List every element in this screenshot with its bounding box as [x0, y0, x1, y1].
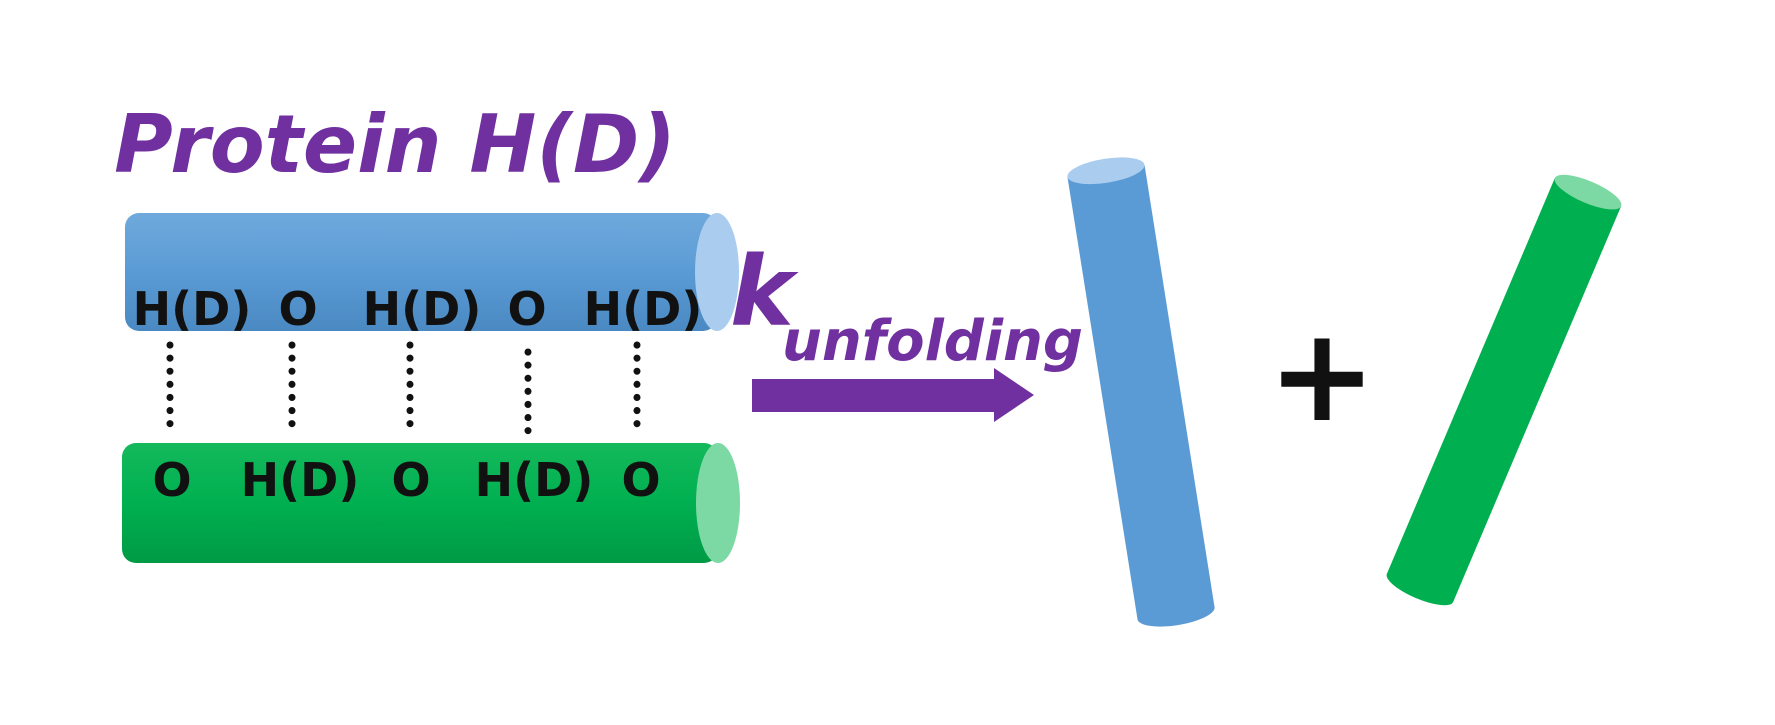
- reaction-arrow-shaft: [752, 379, 996, 412]
- unfolded-green-bottom: [1386, 570, 1454, 606]
- top-label-1: H(D): [133, 282, 252, 336]
- bottom-label-3: O: [391, 453, 430, 507]
- bottom-helix-end-cap: [696, 443, 740, 563]
- unfolded-blue-bottom: [1137, 599, 1215, 627]
- top-label-3: H(D): [363, 282, 482, 336]
- unfolded-blue-body: [1067, 164, 1215, 620]
- top-label-4: O: [507, 282, 546, 336]
- top-helix-labels: H(D) O H(D) O H(D): [133, 282, 703, 336]
- plus-operator: +: [1268, 299, 1377, 451]
- unfolded-green-end-cap: [1554, 174, 1622, 210]
- bottom-helix-labels: O H(D) O H(D) O: [152, 453, 660, 507]
- unfolded-green-helix: [1386, 174, 1622, 606]
- bottom-helix-cylinder: [122, 443, 740, 563]
- bottom-label-2: H(D): [241, 453, 360, 507]
- top-label-2: O: [278, 282, 317, 336]
- top-helix-end-cap: [695, 213, 739, 331]
- top-helix-cylinder: [125, 213, 739, 331]
- unfolded-blue-end-cap: [1067, 157, 1145, 185]
- protein-title: Protein H(D): [114, 98, 676, 191]
- bottom-label-4: H(D): [475, 453, 594, 507]
- rate-constant-subscript: unfolding: [782, 309, 1083, 374]
- hydrogen-bonds: [166, 341, 641, 436]
- rate-constant-symbol: k: [730, 236, 799, 348]
- bottom-label-1: O: [152, 453, 191, 507]
- top-helix-body: [125, 213, 717, 331]
- bottom-helix-body: [122, 443, 718, 563]
- bottom-label-5: O: [621, 453, 660, 507]
- unfolded-green-body: [1386, 178, 1622, 602]
- reaction-arrow: [752, 368, 1034, 422]
- reaction-arrow-head: [994, 368, 1034, 422]
- unfolded-blue-helix: [1067, 157, 1215, 627]
- top-label-5: H(D): [584, 282, 703, 336]
